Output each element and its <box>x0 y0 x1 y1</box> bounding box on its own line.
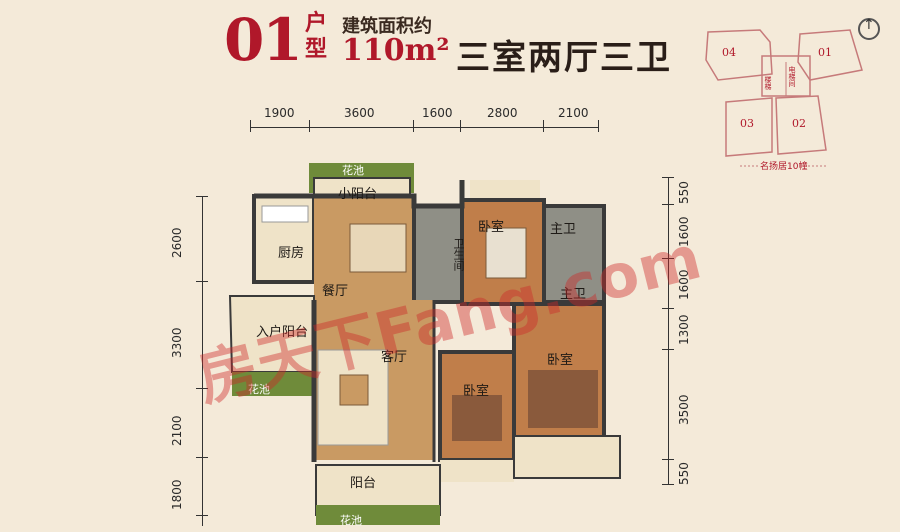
layout-description: 三室两厅三卫 <box>456 38 672 78</box>
left-dimension-line <box>202 196 203 526</box>
keyplan-unit-03: 03 <box>740 117 754 130</box>
kitchen-label: 厨房 <box>278 246 305 261</box>
right-bedroom-label: 卧室 <box>547 353 574 368</box>
keyplan-elevator: 电梯间 <box>788 65 796 88</box>
left-dim-2: 3300 <box>170 327 184 358</box>
north-compass-icon <box>858 17 880 40</box>
top-dim-3: 1600 <box>422 106 453 120</box>
small-balcony-label: 小阳台 <box>338 187 378 202</box>
top-dim-1: 1900 <box>264 106 295 120</box>
unit-number: 01 <box>224 6 303 74</box>
area-value: 110m² <box>342 33 450 68</box>
left-dim-1: 2600 <box>170 227 184 258</box>
entrance-balcony-label: 入户阳台 <box>256 325 309 340</box>
master-bath-top-label: 主卫 <box>550 222 577 237</box>
living-room-label: 客厅 <box>381 350 408 365</box>
keyplan-unit-01: 01 <box>818 46 832 59</box>
right-dimension-line <box>668 177 669 485</box>
top-dim-4: 2800 <box>487 106 518 120</box>
balcony-label: 阳台 <box>350 476 377 491</box>
keyplan-stair: 楼梯 <box>764 75 772 91</box>
right-dim-1: 550 <box>677 181 691 204</box>
dining-label: 餐厅 <box>322 284 349 299</box>
building-key-plan: 04 01 03 02 楼梯 电梯间 名扬居10幢 <box>705 29 863 172</box>
right-dim-4: 1300 <box>677 314 691 345</box>
right-dim-6: 550 <box>677 462 691 485</box>
top-dim-2: 3600 <box>344 106 375 120</box>
top-dimension-line <box>250 127 598 128</box>
left-dim-4: 1800 <box>170 479 184 510</box>
unit-type-label: 户 型 <box>304 10 327 62</box>
keyplan-unit-02: 02 <box>792 117 806 130</box>
left-dim-3: 2100 <box>170 415 184 446</box>
top-dim-5: 2100 <box>558 106 589 120</box>
master-bedroom-label: 卧室 <box>478 220 505 235</box>
keyplan-building-label: 名扬居10幢 <box>760 160 807 172</box>
middle-bedroom-label: 卧室 <box>463 384 490 399</box>
right-dim-5: 3500 <box>677 394 691 425</box>
keyplan-unit-04: 04 <box>722 46 736 59</box>
master-bath-bottom-label: 主卫 <box>560 287 587 302</box>
garden-top-label: 花池 <box>342 164 364 177</box>
area-label: 建筑面积约 <box>342 16 432 37</box>
garden-bottom-label: 花池 <box>340 514 362 527</box>
bathroom-label: 卫生间 <box>452 238 465 271</box>
garden-left-label: 花池 <box>248 383 270 396</box>
